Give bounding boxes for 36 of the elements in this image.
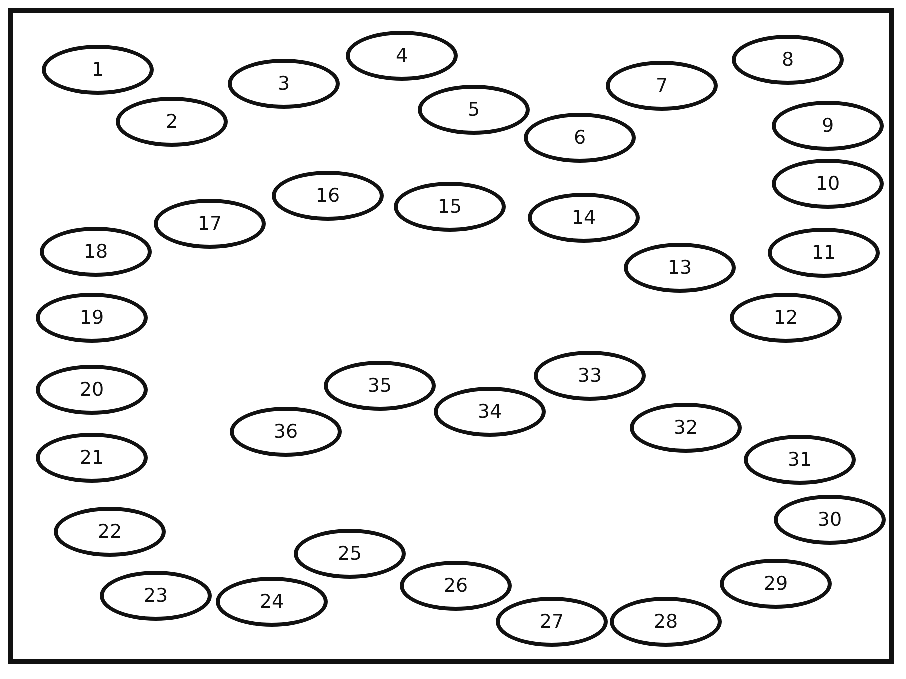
board-space: 8 <box>732 35 844 85</box>
board-space: 15 <box>394 182 506 232</box>
board-space: 30 <box>774 495 886 545</box>
board-space: 12 <box>730 293 842 343</box>
board-space: 20 <box>36 365 148 415</box>
board-space: 29 <box>720 559 832 609</box>
board-space: 22 <box>54 507 166 557</box>
board-space: 26 <box>400 561 512 611</box>
board-space: 17 <box>154 199 266 249</box>
board-space: 1 <box>42 45 154 95</box>
board-space: 23 <box>100 571 212 621</box>
board-space: 5 <box>418 85 530 135</box>
board-space: 31 <box>744 435 856 485</box>
board-space: 11 <box>768 228 880 278</box>
board-space: 2 <box>116 97 228 147</box>
board-space: 18 <box>40 227 152 277</box>
board-space: 27 <box>496 597 608 647</box>
board-space: 24 <box>216 577 328 627</box>
board-space: 19 <box>36 293 148 343</box>
board-space: 7 <box>606 61 718 111</box>
board-space: 3 <box>228 59 340 109</box>
board-space: 28 <box>610 597 722 647</box>
board-space: 34 <box>434 387 546 437</box>
board-space: 21 <box>36 433 148 483</box>
board-space: 32 <box>630 403 742 453</box>
board-space: 10 <box>772 159 884 209</box>
board-space: 33 <box>534 351 646 401</box>
board-space: 14 <box>528 193 640 243</box>
board-space: 36 <box>230 407 342 457</box>
board-space: 6 <box>524 113 636 163</box>
board-space: 35 <box>324 361 436 411</box>
board-space: 13 <box>624 243 736 293</box>
board-space: 25 <box>294 529 406 579</box>
board-space: 9 <box>772 101 884 151</box>
board-space: 4 <box>346 31 458 81</box>
board-space: 16 <box>272 171 384 221</box>
